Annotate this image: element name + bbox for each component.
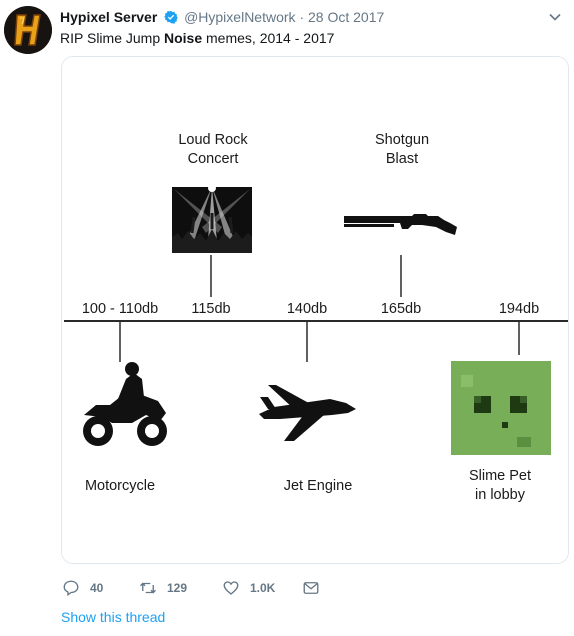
concert-label-line1: Loud Rock	[178, 132, 248, 148]
shotgun-image	[344, 214, 457, 235]
message-button[interactable]	[302, 578, 330, 598]
like-count: 1.0K	[250, 581, 276, 595]
author-handle[interactable]: @HypixelNetwork	[184, 9, 296, 25]
shotgun-label-line1: Shotgun	[375, 132, 429, 148]
slime-label-line1: Slime Pet	[469, 468, 531, 484]
retweet-button[interactable]: 129	[139, 578, 187, 598]
like-icon	[223, 581, 239, 595]
reply-icon	[63, 580, 79, 597]
motorcycle-label: Motorcycle	[85, 478, 155, 494]
tick-label: 194db	[499, 301, 539, 317]
tick-label: 140db	[287, 301, 327, 317]
tweet-header: Hypixel Server @HypixelNetwork · 28 Oct …	[60, 8, 384, 26]
tweet-text-bold: Noise	[164, 30, 203, 46]
tweet-actions: 40 129 1.0K	[62, 578, 362, 598]
tweet-media[interactable]: 100 - 110db 115db 140db 165db 194db Loud…	[61, 56, 569, 564]
tweet-text-start: RIP Slime Jump	[60, 30, 164, 46]
slime-label-line2: in lobby	[475, 487, 526, 503]
tweet-date[interactable]: 28 Oct 2017	[308, 9, 385, 25]
reply-count: 40	[90, 581, 104, 595]
avatar[interactable]	[4, 6, 52, 54]
shotgun-label-line2: Blast	[386, 151, 418, 167]
message-icon	[303, 582, 319, 594]
tweet-text: RIP Slime Jump Noise memes, 2014 - 2017	[60, 29, 334, 47]
verified-icon	[164, 10, 179, 24]
header-separator: ·	[299, 9, 305, 25]
slime-image	[451, 361, 551, 455]
noise-meme-image: 100 - 110db 115db 140db 165db 194db Loud…	[62, 57, 568, 563]
chevron-down-icon[interactable]	[548, 10, 562, 24]
retweet-count: 129	[167, 581, 188, 595]
concert-label-line2: Concert	[188, 151, 239, 167]
tweet-text-end: memes, 2014 - 2017	[202, 30, 335, 46]
motorcycle-image	[83, 362, 167, 446]
tick-label: 165db	[381, 301, 421, 317]
author-name[interactable]: Hypixel Server	[60, 9, 158, 25]
tick-label: 115db	[191, 301, 230, 317]
jet-image	[259, 385, 356, 441]
tick-label: 100 - 110db	[82, 301, 158, 317]
hypixel-logo-icon	[4, 6, 52, 54]
retweet-icon	[140, 582, 156, 594]
like-button[interactable]: 1.0K	[222, 578, 275, 598]
jet-label: Jet Engine	[284, 478, 353, 494]
reply-button[interactable]: 40	[62, 578, 103, 598]
show-thread-link[interactable]: Show this thread	[61, 609, 166, 625]
concert-image	[172, 184, 252, 253]
